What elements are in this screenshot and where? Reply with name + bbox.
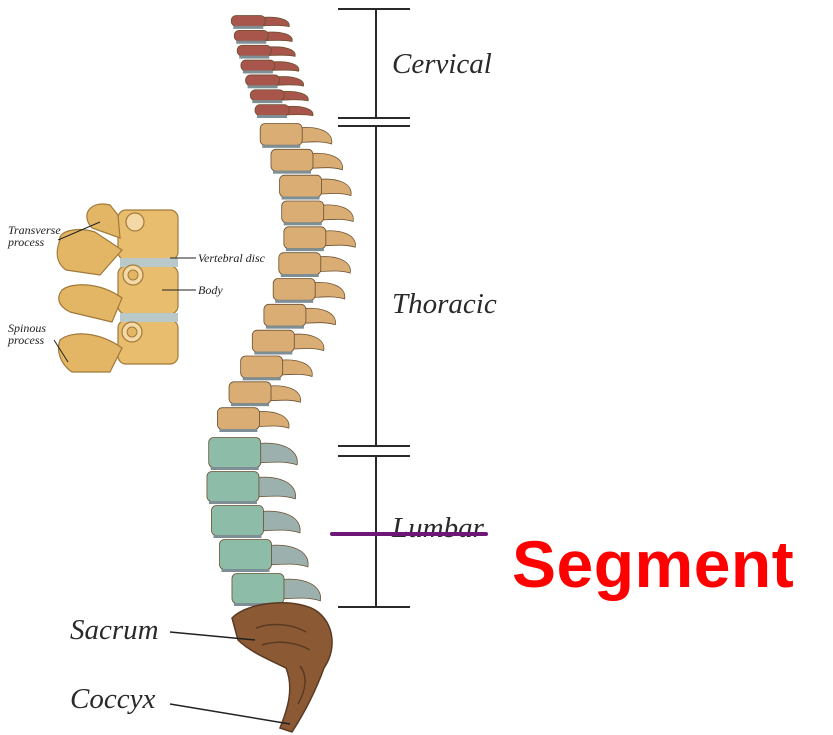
intervertebral-disc <box>233 26 263 29</box>
label-vertebral-disc: Vertebral disc <box>198 252 265 264</box>
vertebra-body <box>273 279 315 301</box>
vertebra-body <box>241 356 283 378</box>
label-transverse-process: Transverse process <box>8 224 61 248</box>
intervertebral-disc <box>209 501 257 504</box>
vertebra-body <box>264 304 306 326</box>
vertebra-body <box>229 382 271 404</box>
lumbar-strike-line <box>330 532 488 536</box>
intervertebral-disc <box>248 85 278 88</box>
intervertebral-disc <box>243 377 281 380</box>
vertebra-body <box>250 90 284 101</box>
vertebra-body <box>237 45 271 56</box>
label-thoracic: Thoracic <box>392 288 497 321</box>
vertebra-body <box>252 330 294 352</box>
intervertebral-disc <box>254 352 292 355</box>
vertebra-body <box>279 253 321 275</box>
vertebra-body <box>209 438 261 468</box>
label-cervical: Cervical <box>392 48 492 81</box>
label-sacrum: Sacrum <box>70 614 159 647</box>
vertebra-body <box>211 506 263 536</box>
intervertebral-disc <box>252 100 282 103</box>
intervertebral-disc <box>243 70 273 73</box>
intervertebral-disc <box>236 41 266 44</box>
vertebra-body <box>260 124 302 146</box>
vertebra-body <box>220 540 272 570</box>
intervertebral-disc <box>286 248 324 251</box>
vertebra-body <box>282 201 324 223</box>
label-lumbar: Lumbar <box>392 512 484 545</box>
intervertebral-disc <box>266 326 304 329</box>
vertebra-body <box>255 105 289 116</box>
intervertebral-disc <box>213 535 261 538</box>
vertebra-body <box>231 16 265 27</box>
intervertebral-disc <box>219 429 257 432</box>
vertebra-body <box>246 75 280 86</box>
vertebra-body <box>217 408 259 430</box>
label-coccyx: Coccyx <box>70 683 155 716</box>
vertebra-body <box>234 30 268 41</box>
intervertebral-disc <box>222 569 270 572</box>
intervertebral-disc <box>262 145 300 148</box>
label-spinous-process: Spinous process <box>8 322 46 346</box>
intervertebral-disc <box>231 403 269 406</box>
sacrum-shape <box>232 603 332 732</box>
spine-column <box>207 16 356 607</box>
vertebra-body <box>241 60 275 71</box>
inset-vertebrae <box>54 204 196 372</box>
intervertebral-disc <box>275 300 313 303</box>
intervertebral-disc <box>239 56 269 59</box>
vertebra-body <box>284 227 326 249</box>
vertebra-body <box>232 574 284 604</box>
intervertebral-disc <box>282 197 320 200</box>
vertebra-body <box>207 472 259 502</box>
intervertebral-disc <box>273 171 311 174</box>
intervertebral-disc <box>284 222 322 225</box>
intervertebral-disc <box>257 115 287 118</box>
vertebra-body <box>271 149 313 171</box>
intervertebral-disc <box>211 467 259 470</box>
label-body: Body <box>198 284 223 296</box>
intervertebral-disc <box>281 274 319 277</box>
sacrum-coccyx <box>232 603 332 732</box>
vertebra-body <box>280 175 322 197</box>
segment-overlay-text: Segment <box>512 526 794 602</box>
